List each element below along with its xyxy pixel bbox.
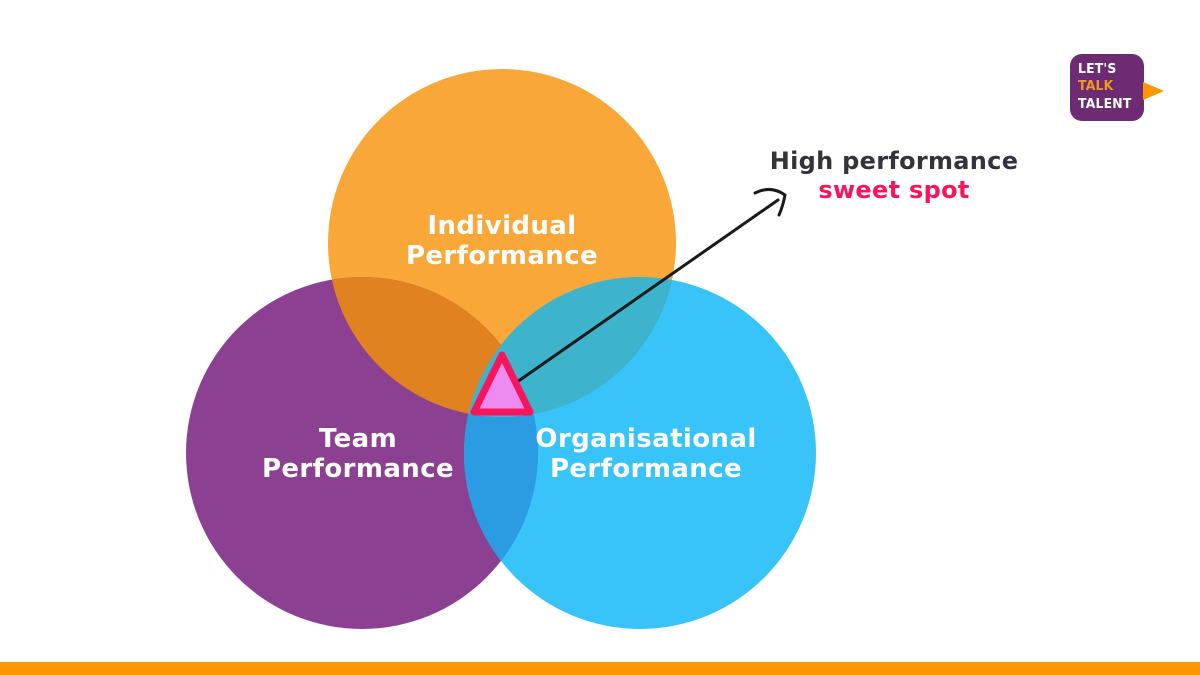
organisational-label-line2: Performance bbox=[549, 454, 743, 484]
overlap-individual-organisational bbox=[464, 277, 676, 417]
arrow-icon bbox=[515, 188, 787, 384]
team-label-line1: Team bbox=[318, 424, 398, 454]
footer-accent-bar bbox=[0, 662, 1200, 675]
annotation-line2: sweet spot bbox=[818, 176, 970, 204]
organisational-label-line1: Organisational bbox=[535, 424, 757, 454]
overlap-individual-team bbox=[328, 277, 538, 417]
sweet-spot-triangle bbox=[470, 351, 534, 416]
individual-performance-label: Individual Performance bbox=[352, 211, 652, 271]
logo-line3: TALENT bbox=[1078, 95, 1132, 112]
logo-line1: LET'S bbox=[1078, 61, 1117, 77]
logo-line2: TALK bbox=[1078, 78, 1114, 95]
team-label-line2: Performance bbox=[261, 454, 455, 484]
individual-label-line1: Individual bbox=[427, 211, 577, 241]
lets-talk-talent-logo: LET'S TALK TALENT bbox=[1070, 54, 1144, 121]
sweet-spot-annotation: High performance sweet spot bbox=[744, 147, 1044, 205]
team-performance-label: Team Performance bbox=[208, 424, 508, 484]
individual-label-line2: Performance bbox=[405, 241, 599, 271]
organisational-performance-label: Organisational Performance bbox=[476, 424, 816, 484]
logo-pointer-icon bbox=[1143, 82, 1164, 100]
annotation-line1: High performance bbox=[769, 147, 1019, 175]
